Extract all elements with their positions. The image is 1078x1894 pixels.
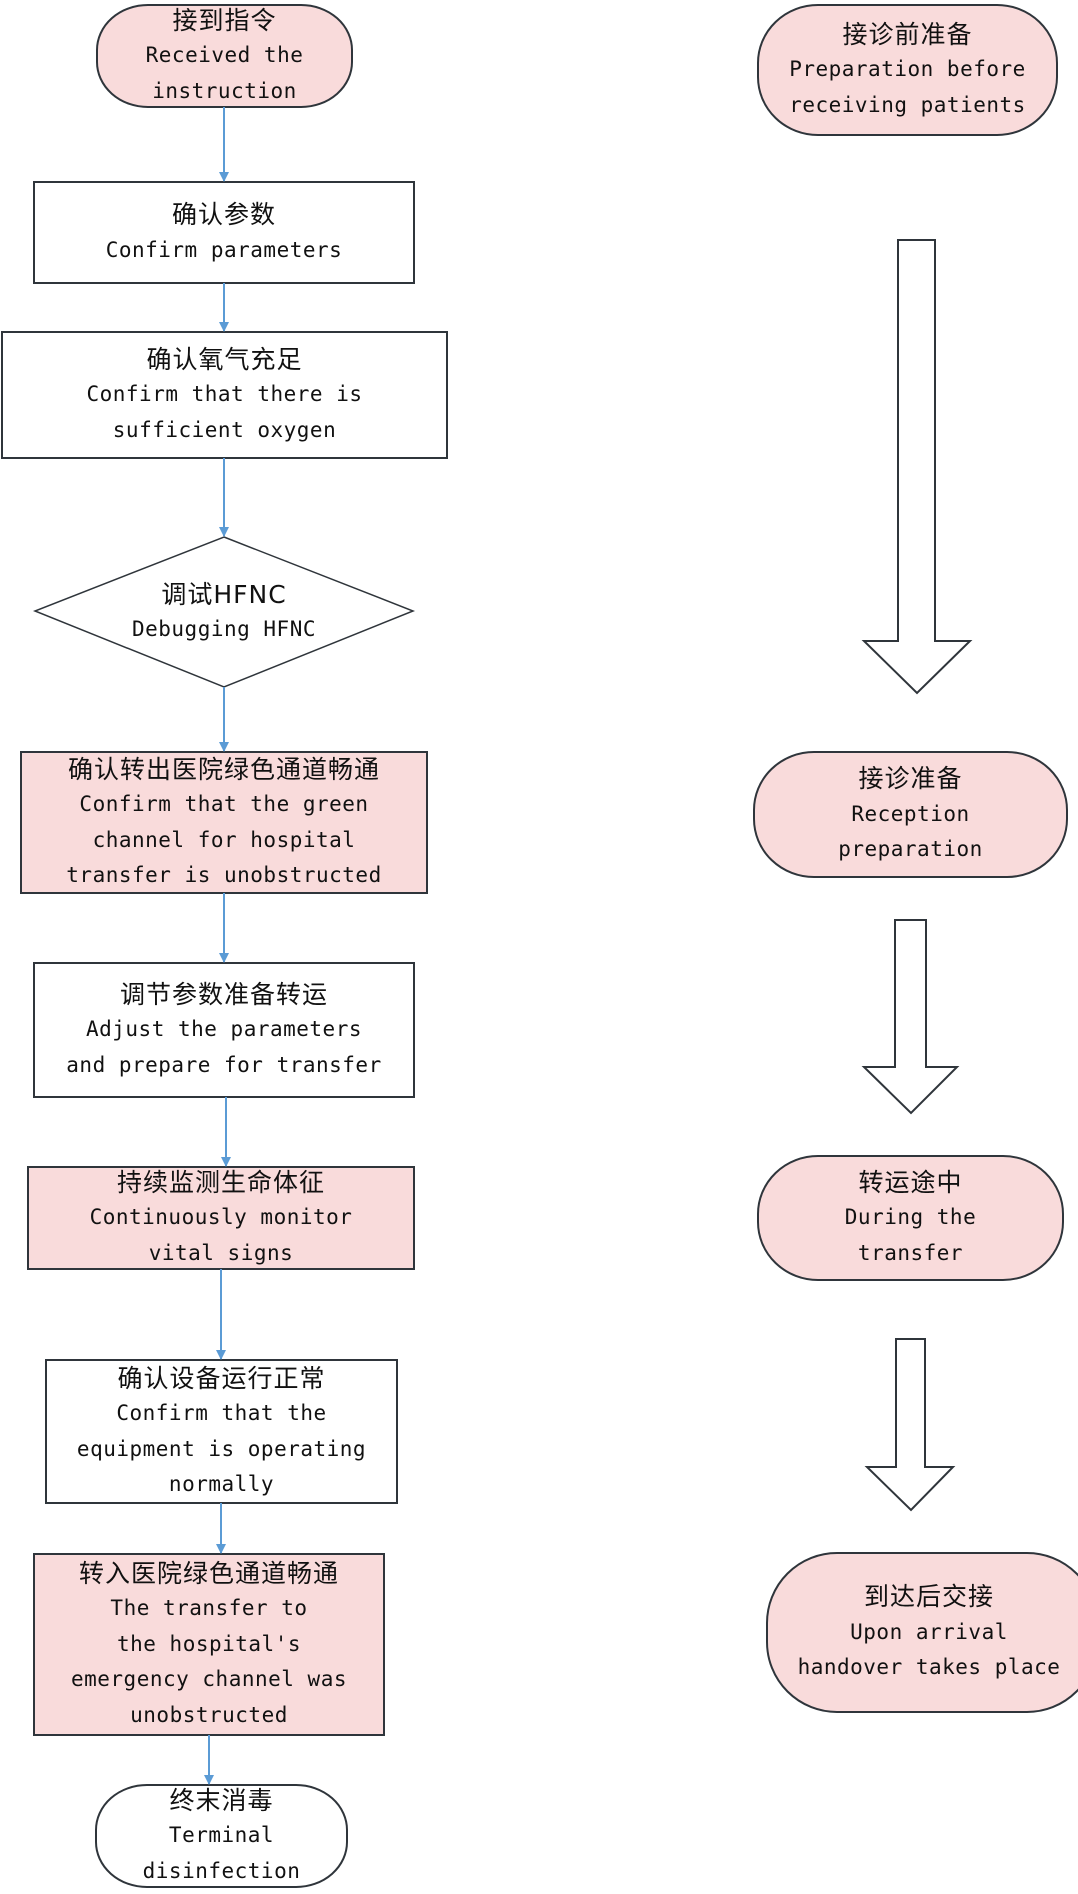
- node-label-en: Confirm that there is: [86, 382, 363, 407]
- node-label-en: normally: [168, 1472, 275, 1496]
- phase-block-arrow-icon: [861, 239, 973, 695]
- node-shape-terminal-disinfection: [95, 1784, 348, 1888]
- node-shape-adjust-params: [33, 962, 415, 1098]
- node-green-channel-out: 确认转出医院绿色通道畅通 Confirm that the green chan…: [21, 752, 427, 893]
- phase-block-arrow-icon: [861, 919, 960, 1115]
- node-label-en: the hospital's: [116, 1631, 301, 1656]
- node-label-en: vital signs: [148, 1240, 294, 1265]
- phase-shape-reception: [753, 751, 1068, 878]
- node-label-en: unobstructed: [130, 1702, 288, 1727]
- phase-pre-reception: 接诊前准备 Preparation before receiving patie…: [758, 5, 1057, 135]
- node-label-en: disinfection: [142, 1858, 301, 1883]
- phase-label-en: preparation: [838, 837, 983, 862]
- phase-label-en: transfer: [857, 1240, 964, 1265]
- phase-shape-arrival-handover: [766, 1552, 1078, 1713]
- node-label-en: sufficient oxygen: [112, 417, 337, 442]
- node-debug-hfnc: 调试HFNC Debugging HFNC: [35, 537, 413, 687]
- phase-in-transit: 转运途中 During the transfer: [758, 1156, 1063, 1280]
- phase-label-zh: 接诊准备: [858, 764, 963, 794]
- phase-block-arrow-icon: [864, 1338, 956, 1512]
- phase-label-zh: 到达后交接: [863, 1582, 994, 1612]
- node-shape-confirm-params: [33, 181, 415, 284]
- node-label-en: The transfer to: [110, 1596, 308, 1621]
- phase-label-en: During the: [844, 1205, 977, 1230]
- node-label-zh: 转入医院绿色通道畅通: [78, 1558, 339, 1588]
- node-shape-confirm-oxygen: [1, 331, 448, 459]
- node-green-channel-in: 转入医院绿色通道畅通 The transfer to the hospital'…: [34, 1554, 384, 1735]
- phase-shape-pre-reception: [757, 4, 1058, 136]
- node-label-en: Confirm that the: [116, 1401, 327, 1425]
- node-label-en: instruction: [152, 78, 297, 103]
- phase-shape-in-transit: [757, 1155, 1064, 1281]
- phase-label-en: handover takes place: [797, 1655, 1061, 1680]
- node-label-en: Continuously monitor: [89, 1205, 353, 1230]
- phase-label-en: Upon arrival: [850, 1619, 1008, 1644]
- node-shape-green-channel-in: [33, 1553, 385, 1736]
- node-label-en: and prepare for transfer: [66, 1052, 382, 1077]
- node-label-en: Adjust the parameters: [85, 1017, 362, 1042]
- node-label-zh: 确认参数: [171, 200, 276, 229]
- phase-reception: 接诊准备 Reception preparation: [754, 752, 1067, 877]
- node-label-en: Debugging HFNC: [131, 617, 316, 641]
- node-label-zh: 确认设备运行正常: [117, 1363, 326, 1393]
- node-label-en: Confirm parameters: [105, 237, 343, 262]
- node-shape-monitor-vitals: [27, 1166, 415, 1270]
- phase-label-en: receiving patients: [789, 92, 1026, 117]
- phase-label-zh: 转运途中: [858, 1167, 963, 1197]
- phase-arrival-handover: 到达后交接 Upon arrival handover takes place: [775, 1553, 1078, 1712]
- node-monitor-vitals: 持续监测生命体征 Continuously monitor vital sign…: [28, 1164, 414, 1272]
- node-equipment-normal: 确认设备运行正常 Confirm that the equipment is o…: [46, 1360, 397, 1503]
- node-received: 接到指令 Received the instruction: [97, 2, 352, 110]
- node-confirm-oxygen: 确认氧气充足 Confirm that there is sufficient …: [2, 332, 447, 458]
- phase-label-en: Preparation before: [789, 57, 1026, 82]
- node-shape-equipment-normal: [45, 1359, 398, 1504]
- node-label-en: transfer is unobstructed: [66, 863, 382, 887]
- node-confirm-params: 确认参数 Confirm parameters: [34, 182, 414, 283]
- phase-label-zh: 接诊前准备: [842, 19, 973, 49]
- node-shape-green-channel-out: [20, 751, 428, 894]
- node-label-zh: 调试HFNC: [161, 579, 287, 609]
- node-label-zh: 终末消毒: [169, 1785, 274, 1815]
- phase-label-en: Reception: [851, 801, 970, 826]
- node-label-en: equipment is operating: [76, 1436, 367, 1461]
- node-label-en: channel for hospital: [92, 827, 356, 852]
- node-label-zh: 确认转出医院绿色通道畅通: [67, 754, 380, 784]
- node-label-zh: 接到指令: [172, 5, 277, 35]
- node-label-zh: 调节参数准备转运: [119, 979, 328, 1009]
- node-label-en: emergency channel was: [70, 1667, 347, 1692]
- node-label-en: Terminal: [168, 1823, 275, 1848]
- node-label-zh: 确认氧气充足: [146, 344, 303, 374]
- node-label-en: Received the: [145, 43, 304, 68]
- node-label-zh: 持续监测生命体征: [116, 1167, 325, 1197]
- node-terminal-disinfection: 终末消毒 Terminal disinfection: [96, 1782, 347, 1890]
- node-adjust-params: 调节参数准备转运 Adjust the parameters and prepa…: [34, 963, 414, 1097]
- node-label-en: Confirm that the green: [79, 792, 369, 816]
